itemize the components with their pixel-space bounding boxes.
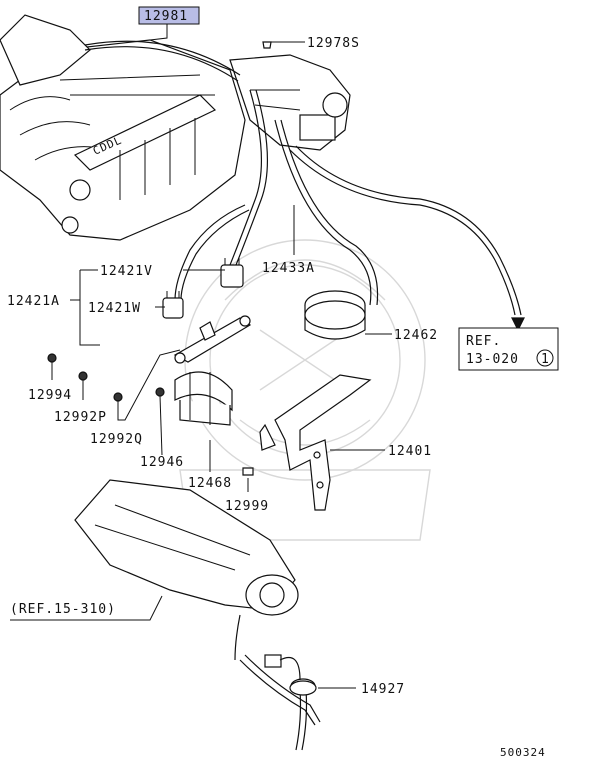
label-12468[interactable]: 12468 — [188, 476, 232, 491]
bracket-12401 — [259, 374, 372, 511]
label-12994[interactable]: 12994 — [28, 388, 72, 403]
solenoid-valve-12421W — [162, 291, 184, 319]
label-12462[interactable]: 12462 — [394, 328, 438, 343]
leader-lines — [10, 24, 392, 689]
label-12992P[interactable]: 12992P — [54, 410, 107, 425]
label-12999[interactable]: 12999 — [225, 499, 269, 514]
vacuum-tank-12462 — [304, 290, 366, 340]
fasteners — [47, 41, 272, 476]
ref-box-circle-number: 1 — [541, 352, 550, 367]
label-12992Q[interactable]: 12992Q — [90, 432, 143, 447]
label-12946[interactable]: 12946 — [140, 455, 184, 470]
clamp-12468 — [174, 371, 233, 426]
ref-box-line1: REF. — [466, 334, 501, 349]
label-12421A[interactable]: 12421A — [7, 294, 60, 309]
vacuum-switch-14927 — [289, 680, 317, 696]
label-12433A[interactable]: 12433A — [262, 261, 315, 276]
label-12978S[interactable]: 12978S — [307, 36, 360, 51]
ref-box-13-020[interactable]: REF. 13-020 1 — [458, 327, 559, 371]
ref-box-line2: 13-020 — [466, 352, 519, 367]
label-12981[interactable]: 12981 — [144, 9, 188, 24]
lower-hoses — [239, 654, 321, 751]
figure-number: 500324 — [500, 746, 546, 759]
label-14927[interactable]: 14927 — [361, 682, 405, 697]
solenoid-valve-12421V — [220, 258, 244, 288]
highlight-12981[interactable] — [138, 6, 200, 25]
vacuum-hoses — [84, 40, 525, 332]
bracket-valve — [173, 315, 252, 364]
canister-assembly — [74, 479, 299, 661]
intake-manifold: CDDL — [0, 14, 351, 241]
part-labels: 12981 12978S 12421V 12433A 12421A 12421W… — [7, 6, 546, 759]
label-12421W[interactable]: 12421W — [88, 301, 141, 316]
label-ref-15-310[interactable]: (REF.15-310) — [10, 602, 116, 617]
label-12421V[interactable]: 12421V — [100, 264, 153, 279]
label-12401[interactable]: 12401 — [388, 444, 432, 459]
